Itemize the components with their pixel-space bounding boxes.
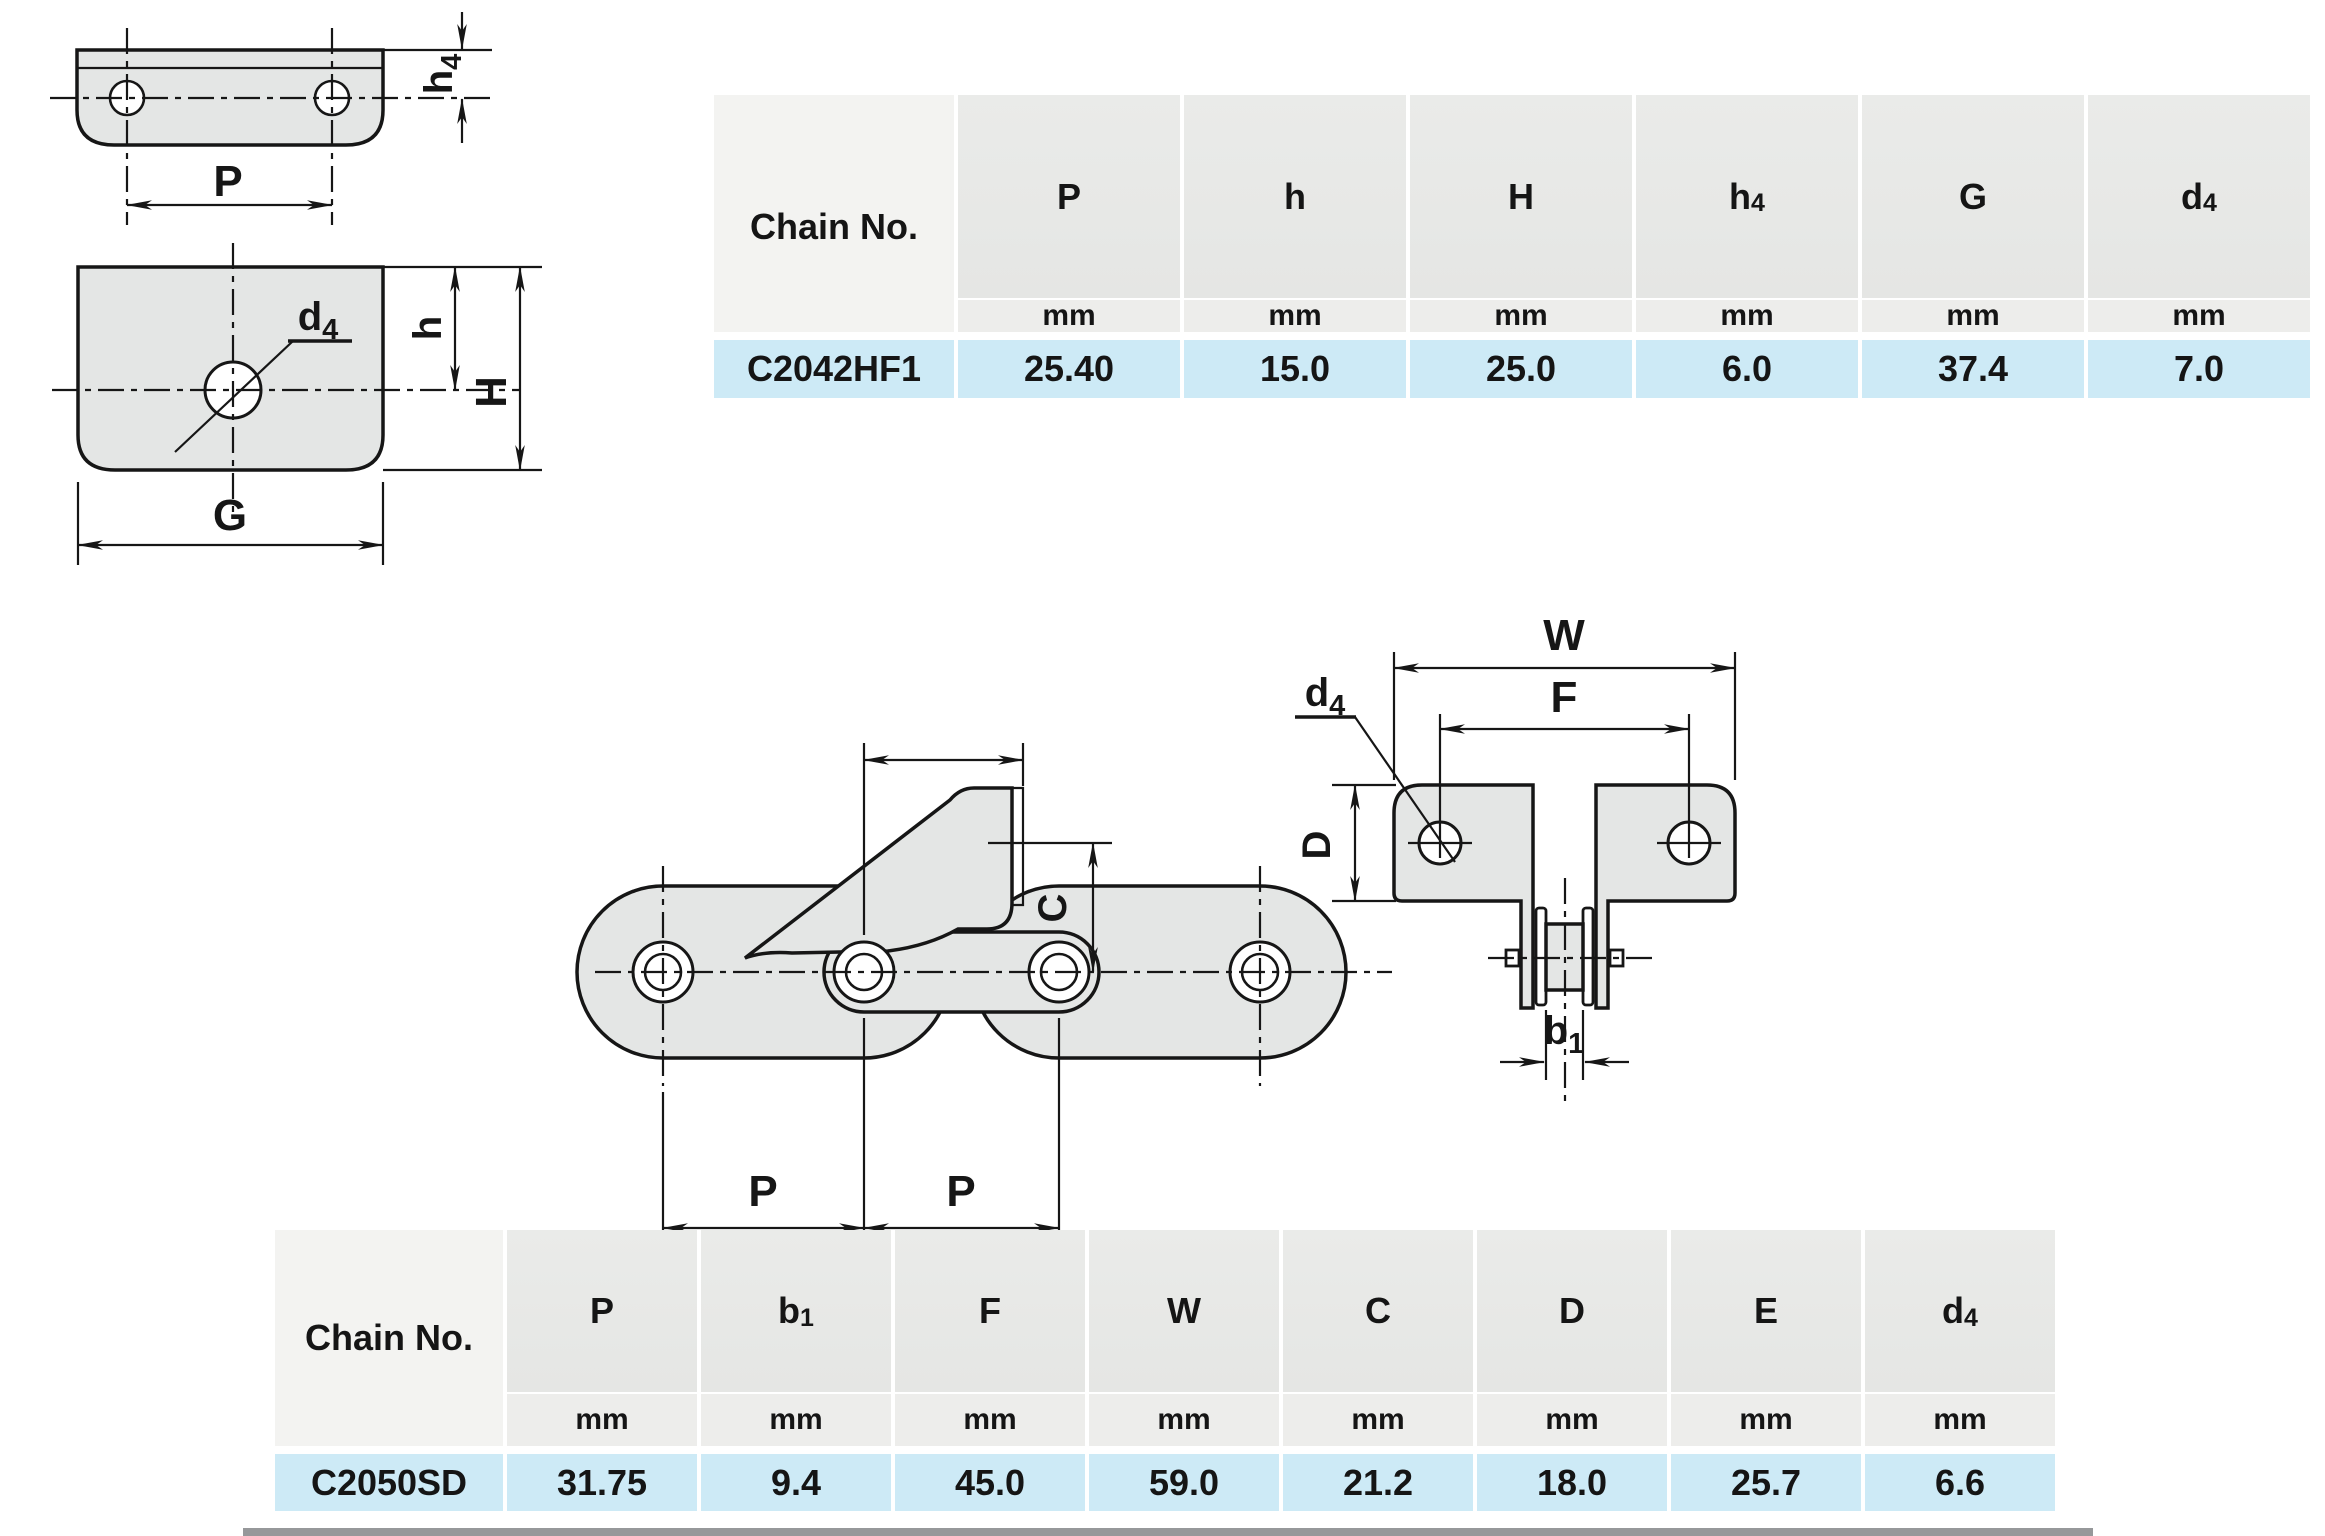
h-dimension-label: h	[406, 316, 450, 340]
column-G: G mm 37.4	[1862, 95, 2084, 398]
column-F: F mm 45.0	[895, 1230, 1085, 1511]
unit-cell: mm	[1477, 1394, 1667, 1446]
unit-cell: mm	[507, 1394, 697, 1446]
value-cell: 25.0	[1410, 340, 1632, 398]
d4-label: d4	[1305, 671, 1346, 722]
value-cell: 21.2	[1283, 1454, 1473, 1511]
chain-no-column: Chain No. C2050SD	[275, 1230, 503, 1511]
chain-no-value: C2050SD	[275, 1454, 503, 1511]
value-cell: 25.7	[1671, 1454, 1861, 1511]
column-D: D mm 18.0	[1477, 1230, 1667, 1511]
column-header: D	[1477, 1230, 1667, 1394]
d4-label: d4	[298, 295, 339, 346]
c-dimension-label: C	[1031, 894, 1075, 923]
column-header: h	[1184, 95, 1406, 300]
H-dimension-label: H	[467, 376, 516, 408]
value-cell: 6.6	[1865, 1454, 2055, 1511]
value-cell: 25.40	[958, 340, 1180, 398]
unit-cell: mm	[1283, 1394, 1473, 1446]
column-W: W mm 59.0	[1089, 1230, 1279, 1511]
column-header: G	[1862, 95, 2084, 300]
unit-cell: mm	[895, 1394, 1085, 1446]
unit-cell: mm	[701, 1394, 891, 1446]
column-header: P	[507, 1230, 697, 1394]
chain-no-header: Chain No.	[714, 95, 954, 332]
p1-dimension-label: P	[748, 1167, 777, 1216]
value-cell: 9.4	[701, 1454, 891, 1511]
g-dimension-label: G	[213, 491, 247, 540]
value-cell: 45.0	[895, 1454, 1085, 1511]
unit-cell: mm	[1636, 299, 1858, 332]
chain-no-header: Chain No.	[275, 1230, 503, 1446]
column-header: C	[1283, 1230, 1473, 1394]
f-dimension-label: F	[1551, 673, 1578, 722]
spec-table-c2042hf1: Chain No. C2042HF1 P mm 25.40 h mm 15.0 …	[714, 95, 2310, 398]
column-header: F	[895, 1230, 1085, 1394]
chain-no-column: Chain No. C2042HF1	[714, 95, 954, 398]
column-p: P mm 25.40	[958, 95, 1180, 398]
plate-outline	[75, 48, 385, 147]
value-cell: 15.0	[1184, 340, 1406, 398]
attachment-side-view: d4 h H G	[52, 243, 542, 565]
h4-dimension-label: h4	[417, 54, 468, 95]
unit-cell: mm	[1671, 1394, 1861, 1446]
hook-attachment-plate	[743, 786, 1014, 960]
value-cell: 31.75	[507, 1454, 697, 1511]
unit-cell: mm	[1865, 1394, 2055, 1446]
column-header: E	[1671, 1230, 1861, 1394]
column-p: P mm 31.75	[507, 1230, 697, 1511]
column-header: H	[1410, 95, 1632, 300]
d4-leader-line	[1354, 716, 1456, 863]
unit-cell: mm	[1089, 1394, 1279, 1446]
unit-cell: mm	[958, 299, 1180, 332]
unit-cell: mm	[2088, 299, 2310, 332]
bent-plate-right	[1594, 783, 1737, 1010]
attachment-top-view: P h4	[50, 12, 492, 225]
value-cell: 59.0	[1089, 1454, 1279, 1511]
value-cell: 37.4	[1862, 340, 2084, 398]
value-cell: 7.0	[2088, 340, 2310, 398]
p2-dimension-label: P	[946, 1167, 975, 1216]
column-E: E mm 25.7	[1671, 1230, 1861, 1511]
d-dimension-label: D	[1295, 831, 1339, 860]
chain-no-value: C2042HF1	[714, 340, 954, 398]
column-H: H mm 25.0	[1410, 95, 1632, 398]
bent-plate-left	[1392, 783, 1535, 1010]
column-h: h mm 15.0	[1184, 95, 1406, 398]
column-header: P	[958, 95, 1180, 300]
unit-cell: mm	[1862, 299, 2084, 332]
value-cell: 18.0	[1477, 1454, 1667, 1511]
value-cell: 6.0	[1636, 340, 1858, 398]
column-header: W	[1089, 1230, 1279, 1394]
unit-cell: mm	[1410, 299, 1632, 332]
chain-side-view: C P P	[575, 743, 1392, 1252]
d4-leader-line	[174, 340, 294, 453]
b1-dimension-label: b1	[1544, 1009, 1585, 1060]
chain-end-view: W F D d4 b1	[1295, 611, 1737, 1105]
p-dimension-label: P	[213, 157, 242, 206]
hook-plate-thickness-line	[1012, 786, 1025, 907]
unit-cell: mm	[1184, 299, 1406, 332]
w-dimension-label: W	[1543, 611, 1585, 660]
column-C: C mm 21.2	[1283, 1230, 1473, 1511]
partial-next-row-strip	[243, 1528, 2093, 1536]
